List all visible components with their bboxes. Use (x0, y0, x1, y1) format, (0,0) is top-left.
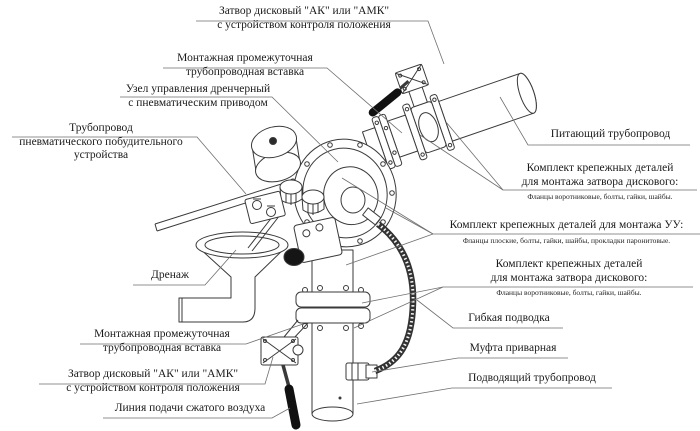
label-inlet-pipe: Подводящий трубопровод (451, 372, 613, 386)
leader-kit-uu-2 (385, 207, 434, 235)
label-kit-valve-bottom: Комплект крепежных деталей для монтажа з… (443, 258, 695, 297)
leader-insert-bottom (80, 323, 304, 345)
leader-control-unit (120, 96, 339, 163)
label-kit-valve-top: Комплект крепежных деталей для монтажа з… (500, 162, 700, 201)
label-note: Фланцы плоские, болты, гайки, шайбы, про… (462, 235, 671, 245)
inlet-pipe-drawing (311, 249, 354, 422)
supply-assembly (361, 63, 537, 170)
leader-insert-top (163, 67, 403, 134)
label-insert-top: Монтажная промежуточная трубопроводная в… (120, 52, 370, 79)
label-line: Комплект крепежных деталей (526, 162, 674, 174)
label-note: Фланцы воротниковые, болты, гайки, шайбы… (527, 192, 673, 201)
label-line: Муфта приварная (469, 342, 557, 354)
label-line: Питающий трубопровод (550, 128, 671, 140)
label-line: с устройством контроля положения (217, 18, 391, 31)
label-line: Дренаж (151, 269, 189, 281)
label-note: Фланцы воротниковые, болты, гайки, шайбы… (496, 288, 642, 297)
leader-inlet-pipe (356, 387, 612, 405)
pneumatic-actuator (251, 125, 301, 183)
label-line: Линия подачи сжатого воздуха (114, 402, 266, 414)
leader-coupling (371, 357, 568, 373)
leader-valve-top (196, 20, 445, 65)
label-line: трубопроводная вставка (102, 341, 222, 354)
label-line: Узел управления дренчерный (125, 83, 271, 95)
leader-flex-hose (416, 299, 563, 329)
label-line: пневматического побудительного (19, 135, 183, 148)
leader-drain (133, 249, 237, 286)
label-control-unit: Узел управления дренчерный с пневматичес… (73, 83, 323, 110)
label-valve-top: Затвор дисковый "АК" или "АМК" с устройс… (178, 5, 430, 32)
spring-caps (279, 179, 325, 215)
label-valve-bottom: Затвор дисковый "АК" или "АМК" с устройс… (28, 368, 278, 395)
label-line: трубопроводная вставка (185, 65, 305, 78)
leader-supply-pipe (499, 96, 690, 146)
label-pilot-pipe: Трубопровод пневматического побудительно… (2, 122, 200, 163)
label-line: с устройством контроля положения (66, 381, 240, 394)
label-line: для монтажа затвора дискового: (521, 175, 679, 188)
leader-kit-uu-3 (345, 233, 434, 266)
label-line: для монтажа затвора дискового: (490, 271, 648, 284)
pilot-manifold (244, 190, 286, 225)
drain-funnel (178, 231, 289, 323)
label-air-line: Линия подачи сжатого воздуха (100, 402, 280, 416)
label-line: Комплект крепежных деталей (495, 258, 643, 270)
label-line: Трубопровод (69, 122, 133, 134)
weld-coupling (345, 362, 378, 381)
flex-hose-drawing (362, 207, 417, 375)
pipe-flange-pair (295, 285, 371, 331)
label-insert-bottom: Монтажная промежуточная трубопроводная в… (40, 328, 284, 355)
leader-pilot-pipe (12, 136, 247, 195)
label-line: Монтажная промежуточная (177, 52, 313, 64)
label-supply-pipe: Питающий трубопровод (528, 128, 693, 142)
label-line: Затвор дисковый "АК" или "АМК" (67, 368, 239, 380)
leader-kit-valve-top-2 (419, 134, 504, 191)
label-line: с пневматическим приводом (128, 96, 268, 109)
label-kit-uu: Комплект крепежных деталей для монтажа У… (433, 219, 700, 245)
label-line: устройства (73, 149, 129, 161)
label-line: Монтажная промежуточная (94, 328, 230, 340)
solenoid-block (283, 217, 343, 266)
label-line: Подводящий трубопровод (468, 372, 596, 384)
leader-valve-bottom (39, 356, 274, 385)
label-coupling: Муфта приварная (457, 342, 569, 356)
leader-kit-valve-bottom-2 (353, 286, 444, 329)
label-flex-hose: Гибкая подводка (453, 312, 565, 326)
label-drain: Дренаж (130, 269, 210, 283)
leader-air-line (103, 407, 291, 419)
bottom-valve (260, 319, 309, 430)
label-line: Комплект крепежных деталей для монтажа У… (449, 219, 684, 231)
label-line: Гибкая подводка (468, 312, 550, 324)
label-line: Затвор дисковый "АК" или "АМК" (218, 5, 390, 17)
